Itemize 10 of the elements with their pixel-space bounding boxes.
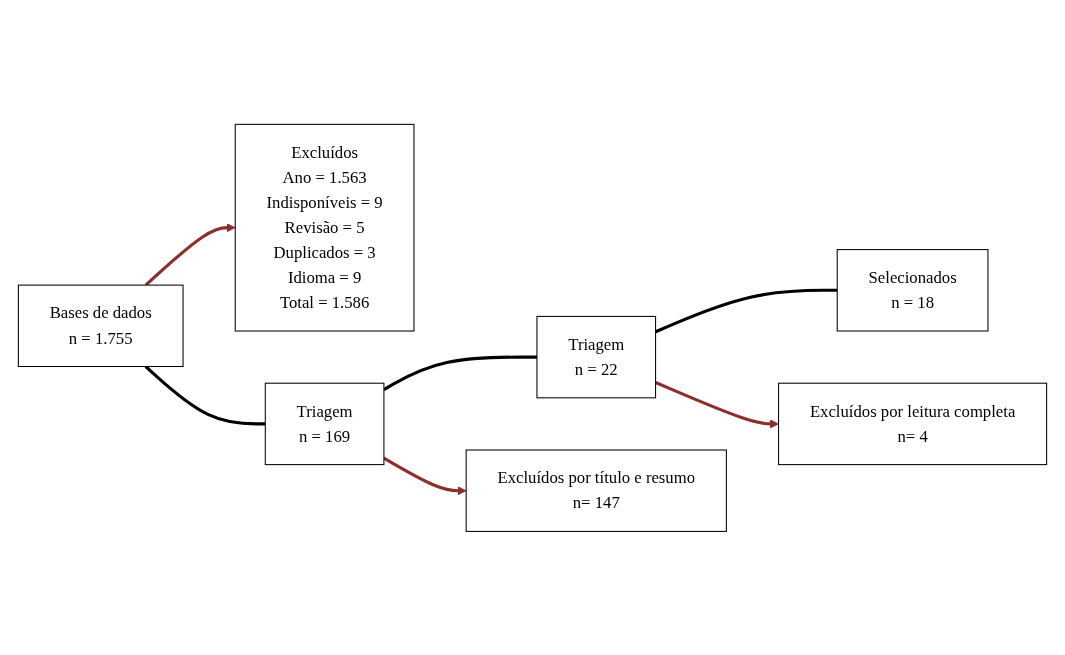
- node-box: Excluídos Ano = 1.563 Indisponíveis = 9 Revisão = 5 Duplicados = 3 Idioma = 9 Total = 1.586: [234, 123, 415, 332]
- node-box: Excluídos por leitura completa n= 4: [778, 382, 1048, 465]
- arrow: [144, 222, 236, 286]
- connector: [383, 355, 537, 391]
- arrow: [383, 456, 467, 495]
- node-box: Triagem n = 22: [536, 315, 657, 398]
- node-box: Selecionados n = 18: [836, 248, 989, 332]
- node-box: Bases de dados n = 1.755: [17, 284, 184, 367]
- node-box: Excluídos por título e resumo n= 147: [465, 449, 727, 532]
- node-box: Triagem n = 169: [264, 382, 385, 465]
